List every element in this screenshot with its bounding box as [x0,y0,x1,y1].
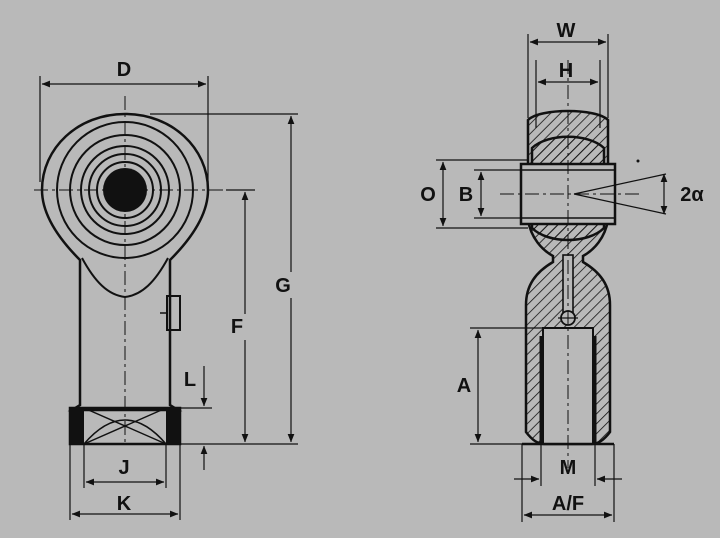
label-o: O [420,184,436,206]
label-h: H [559,60,573,82]
label-l: L [184,369,196,391]
hex-left-flat [70,408,84,444]
side-view: 2α W H O B A M [416,20,704,522]
front-view: D G F L J K [34,59,298,520]
g-label-bg [270,272,296,298]
label-a: A [457,375,471,397]
label-2alpha: 2α [680,184,704,206]
f-label-bg [224,314,250,340]
o-label-bg [416,180,440,206]
label-d: D [117,59,131,81]
reference-dot [636,159,640,163]
angle-line-upper [573,173,667,195]
label-b: B [459,184,473,206]
label-f: F [231,316,243,338]
a-label-bg [452,372,476,398]
hex-right-flat [166,408,180,444]
angle-line-lower [573,193,667,215]
label-m: M [560,457,577,479]
label-w: W [557,20,576,42]
label-a-f: A/F [552,493,584,515]
hex-arc [83,419,167,445]
label-j: J [118,457,129,479]
label-g: G [275,275,291,297]
label-k: K [117,493,132,515]
